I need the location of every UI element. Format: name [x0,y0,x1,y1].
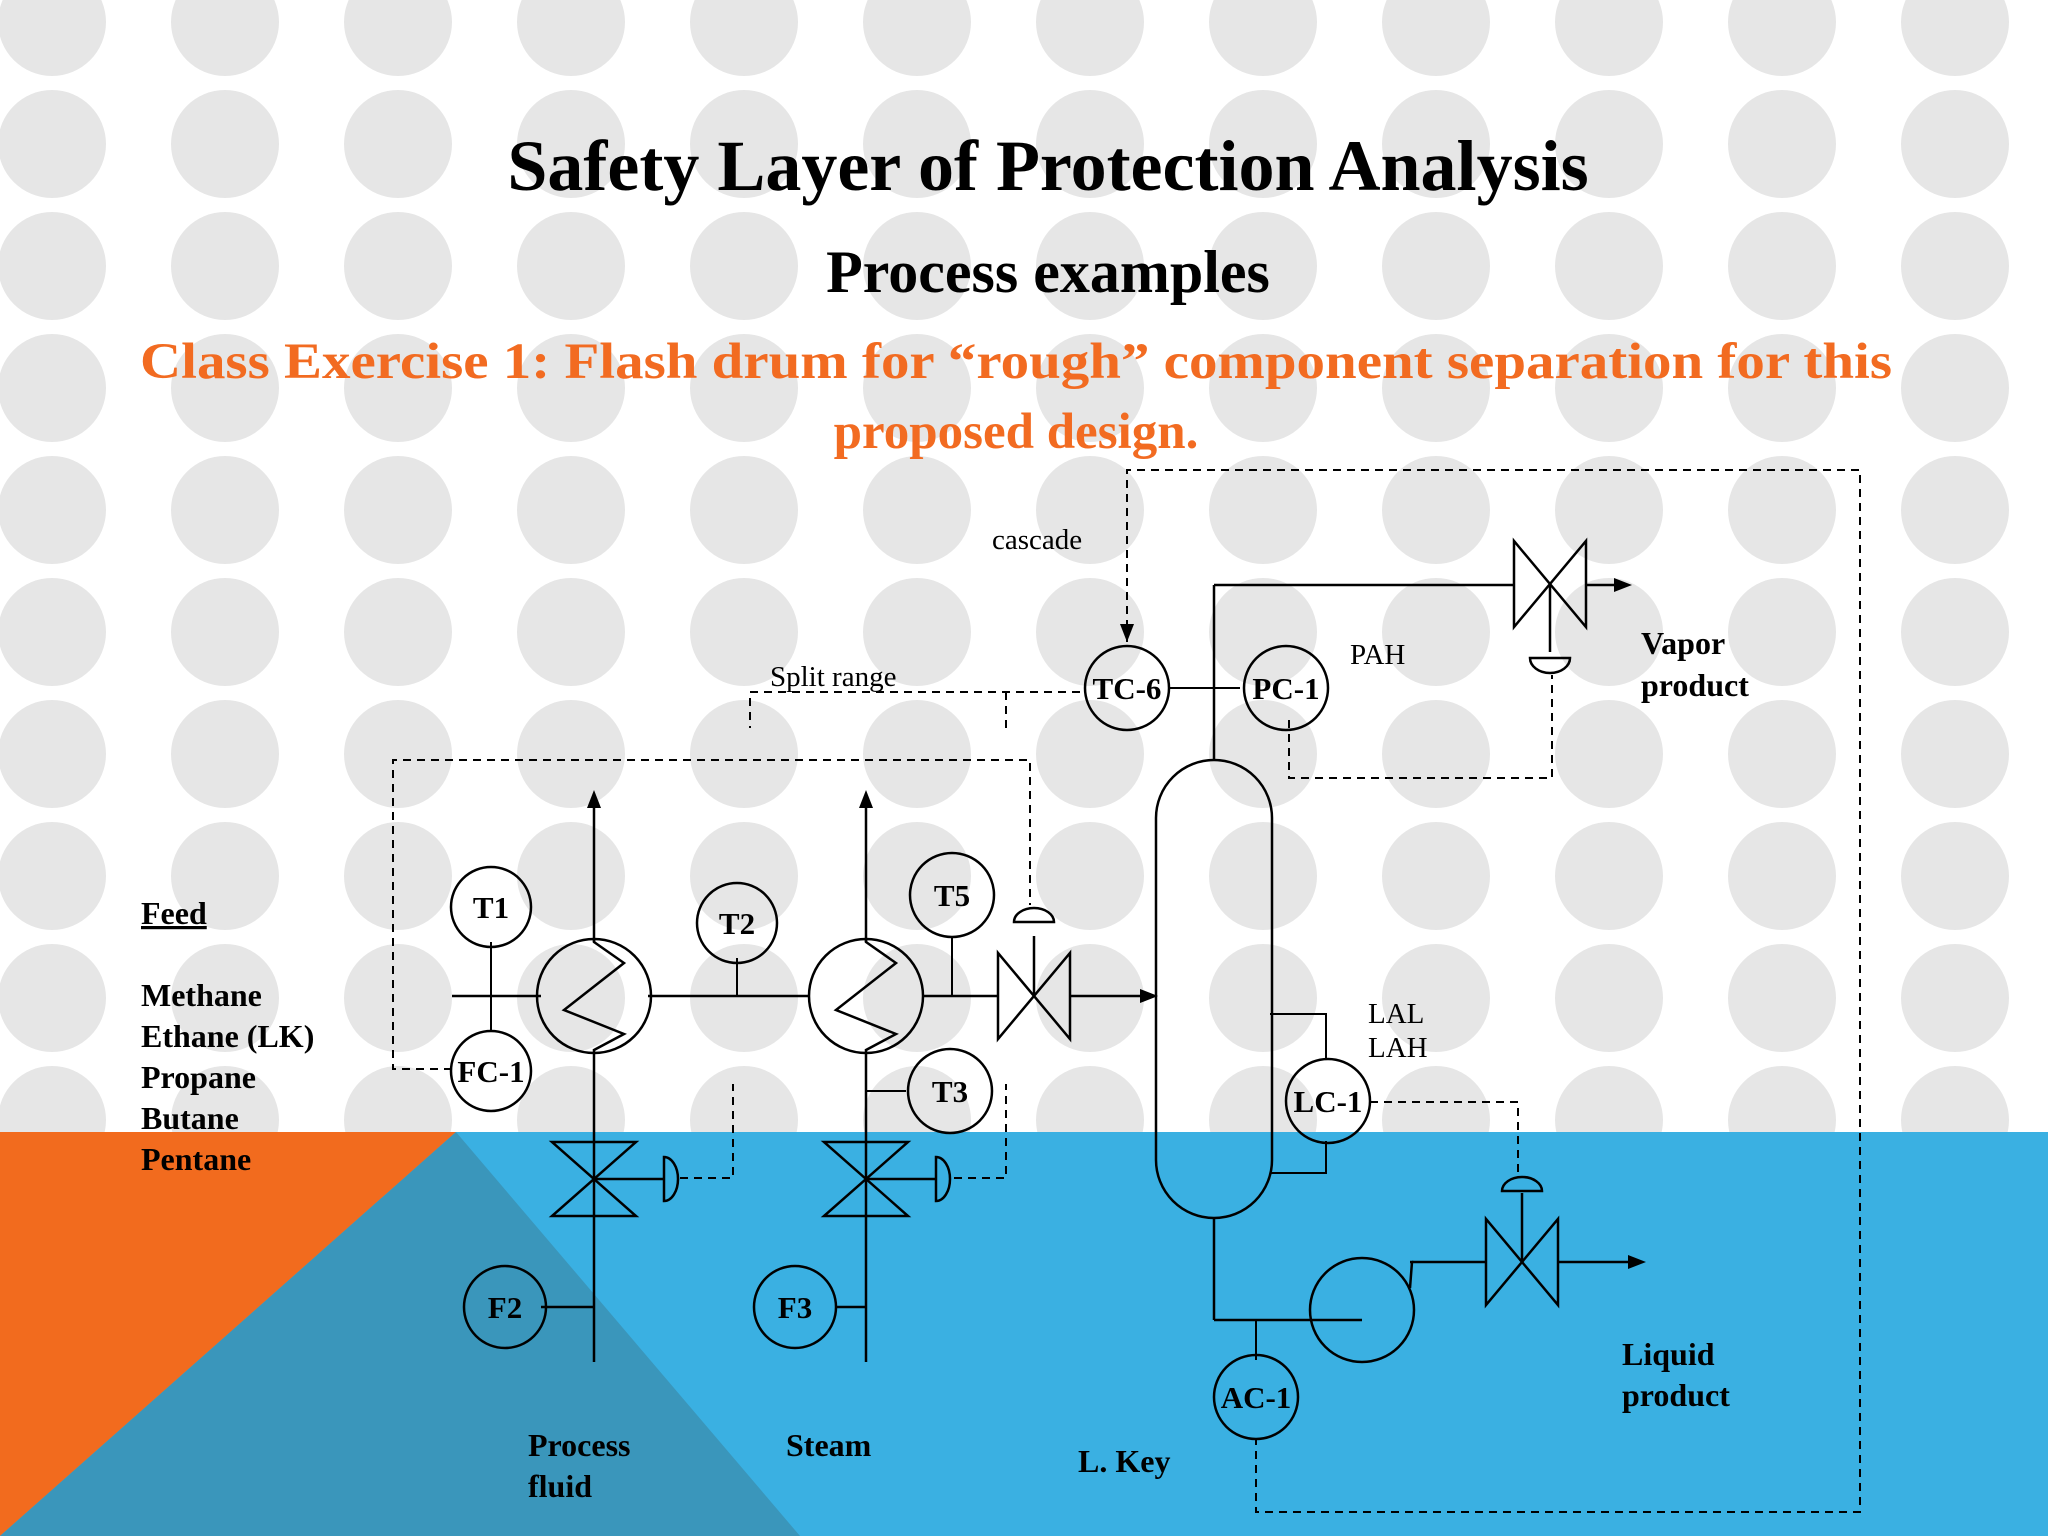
instrument-bubble-tc6 [1083,644,1171,732]
feed-heading: Feed [141,895,207,931]
label-t3: T3 [932,1074,968,1109]
instrument-bubble-f2 [462,1264,548,1350]
instrument-bubble-ac1 [1212,1353,1300,1441]
page-subtitle: Process examples [826,239,1270,305]
feed-component: Methane [141,977,262,1013]
label-pc1: PC-1 [1252,671,1319,706]
feed-component: Propane [141,1059,256,1095]
process-fluid-label-line2: fluid [528,1468,592,1504]
heat-exchanger-icon [535,937,653,1055]
pump-icon [1308,1256,1416,1364]
label-ac1: AC-1 [1221,1380,1292,1415]
lal-label: LAL [1368,998,1424,1030]
arrow-icon [587,578,1646,1269]
liquid-product-label-line1: Liquid [1622,1336,1715,1372]
label-t1: T1 [473,890,509,925]
instrument-bubble-t2 [695,881,779,965]
instrument-bubble-lc1 [1284,1057,1372,1145]
control-valve-icon [996,906,1072,1043]
lah-label: LAH [1368,1032,1428,1064]
feed-component: Butane [141,1100,239,1136]
signal-lines [392,469,1861,1513]
pah-label: PAH [1350,639,1405,671]
liquid-product-label-line2: product [1622,1377,1730,1413]
steam-label: Steam [786,1427,872,1463]
label-tc6: TC-6 [1093,671,1162,706]
bottom-overlap-triangle [0,1132,800,1536]
light-key-label: L. Key [1078,1443,1170,1479]
vapor-product-label-line1: Vapor [1641,625,1725,661]
exercise-text-line1: Class Exercise 1: Flash drum for “rough”… [140,334,1892,390]
label-f2: F2 [488,1290,522,1325]
label-t2: T2 [719,906,755,941]
heat-exchanger-icon [807,937,925,1055]
process-fluid-label-line1: Process [528,1427,630,1463]
instrument-bubble-pc1 [1242,644,1330,732]
feed-component: Pentane [141,1141,251,1177]
split-range-label: Split range [770,661,896,693]
feed-component-list: Methane Ethane (LK) Propane Butane Penta… [141,977,314,1177]
cascade-label: cascade [992,524,1082,556]
label-t5: T5 [934,878,970,913]
process-piping [452,583,1630,1362]
feed-component: Ethane (LK) [141,1018,314,1054]
label-f3: F3 [778,1290,812,1325]
label-lc1: LC-1 [1294,1084,1363,1119]
instrument-bubble-t3 [906,1047,994,1135]
vapor-product-label-line2: product [1641,667,1749,703]
exercise-text-line2: proposed design. [834,404,1199,460]
instrument-bubble-f3 [752,1264,838,1350]
instrument-bubble-t1 [449,865,533,949]
page-title: Safety Layer of Protection Analysis [507,126,1588,206]
instrument-bubble-fc1 [449,1029,533,1113]
dot-pattern-background [0,0,2048,1136]
flash-drum-icon [1154,758,1274,1220]
instrument-taps [490,687,1327,1360]
label-fc1: FC-1 [457,1054,524,1089]
control-valve-icon [1512,537,1588,675]
control-valve-icon [548,1140,680,1218]
control-valve-icon [1484,1175,1560,1309]
control-valve-icon [820,1140,952,1218]
instrument-bubble-t5 [908,851,996,939]
